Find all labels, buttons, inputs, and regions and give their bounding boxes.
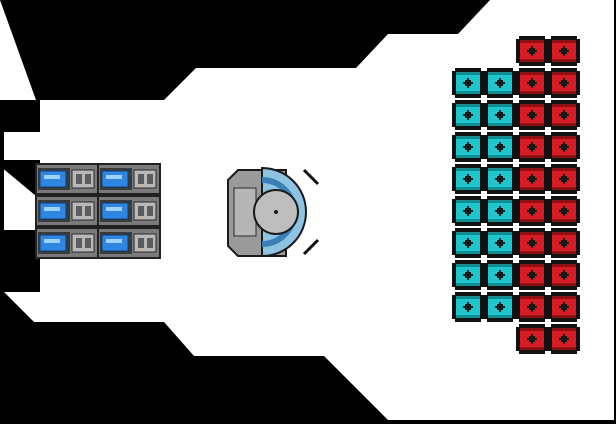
thruster-unit[interactable] [35,227,99,259]
cargo-block-red[interactable] [516,68,548,98]
cargo-block-red[interactable] [548,36,580,66]
cargo-block-cyan[interactable] [484,164,516,194]
thruster-unit[interactable] [35,163,99,195]
cargo-grid [452,36,580,354]
cargo-block-cyan[interactable] [452,292,484,322]
cargo-block-cyan[interactable] [452,260,484,290]
cargo-block-cyan[interactable] [484,100,516,130]
cargo-block-red[interactable] [548,132,580,162]
cargo-block-cyan[interactable] [452,100,484,130]
hull-notch-lower [0,230,36,292]
cargo-block-red[interactable] [548,292,580,322]
cargo-block-cyan[interactable] [452,164,484,194]
cargo-block-red[interactable] [548,260,580,290]
turret-housing-inner [233,187,257,237]
thruster-unit[interactable] [97,195,161,227]
cargo-block-red[interactable] [516,100,548,130]
cargo-block-red[interactable] [516,324,548,354]
turret-module[interactable] [227,166,320,258]
cargo-block-red[interactable] [516,36,548,66]
cargo-block-cyan[interactable] [484,228,516,258]
cargo-block-red[interactable] [548,100,580,130]
thruster-unit[interactable] [97,227,161,259]
cargo-block-red[interactable] [516,260,548,290]
cargo-block-red[interactable] [548,228,580,258]
cargo-block-red[interactable] [516,228,548,258]
turret-core-pin [274,210,278,214]
cargo-block-cyan[interactable] [484,292,516,322]
turret-barrel-bottom [302,238,320,256]
cargo-block-cyan[interactable] [484,260,516,290]
cargo-block-red[interactable] [548,196,580,226]
thruster-unit[interactable] [35,195,99,227]
cargo-block-red[interactable] [548,164,580,194]
cargo-block-cyan[interactable] [484,132,516,162]
cargo-block-red[interactable] [548,324,580,354]
cargo-block-cyan[interactable] [484,196,516,226]
hull-notch-upper [0,160,36,196]
cargo-block-red[interactable] [516,292,548,322]
cargo-block-cyan[interactable] [484,68,516,98]
cargo-block-red[interactable] [516,196,548,226]
cargo-block-cyan[interactable] [452,228,484,258]
cargo-block-cyan[interactable] [452,196,484,226]
thruster-unit[interactable] [97,163,161,195]
cargo-block-red[interactable] [516,132,548,162]
thruster-bank [35,163,161,259]
cargo-block-red[interactable] [548,68,580,98]
cargo-block-cyan[interactable] [452,68,484,98]
turret-barrel-top [302,168,320,186]
cargo-block-red[interactable] [516,164,548,194]
cargo-block-cyan[interactable] [452,132,484,162]
